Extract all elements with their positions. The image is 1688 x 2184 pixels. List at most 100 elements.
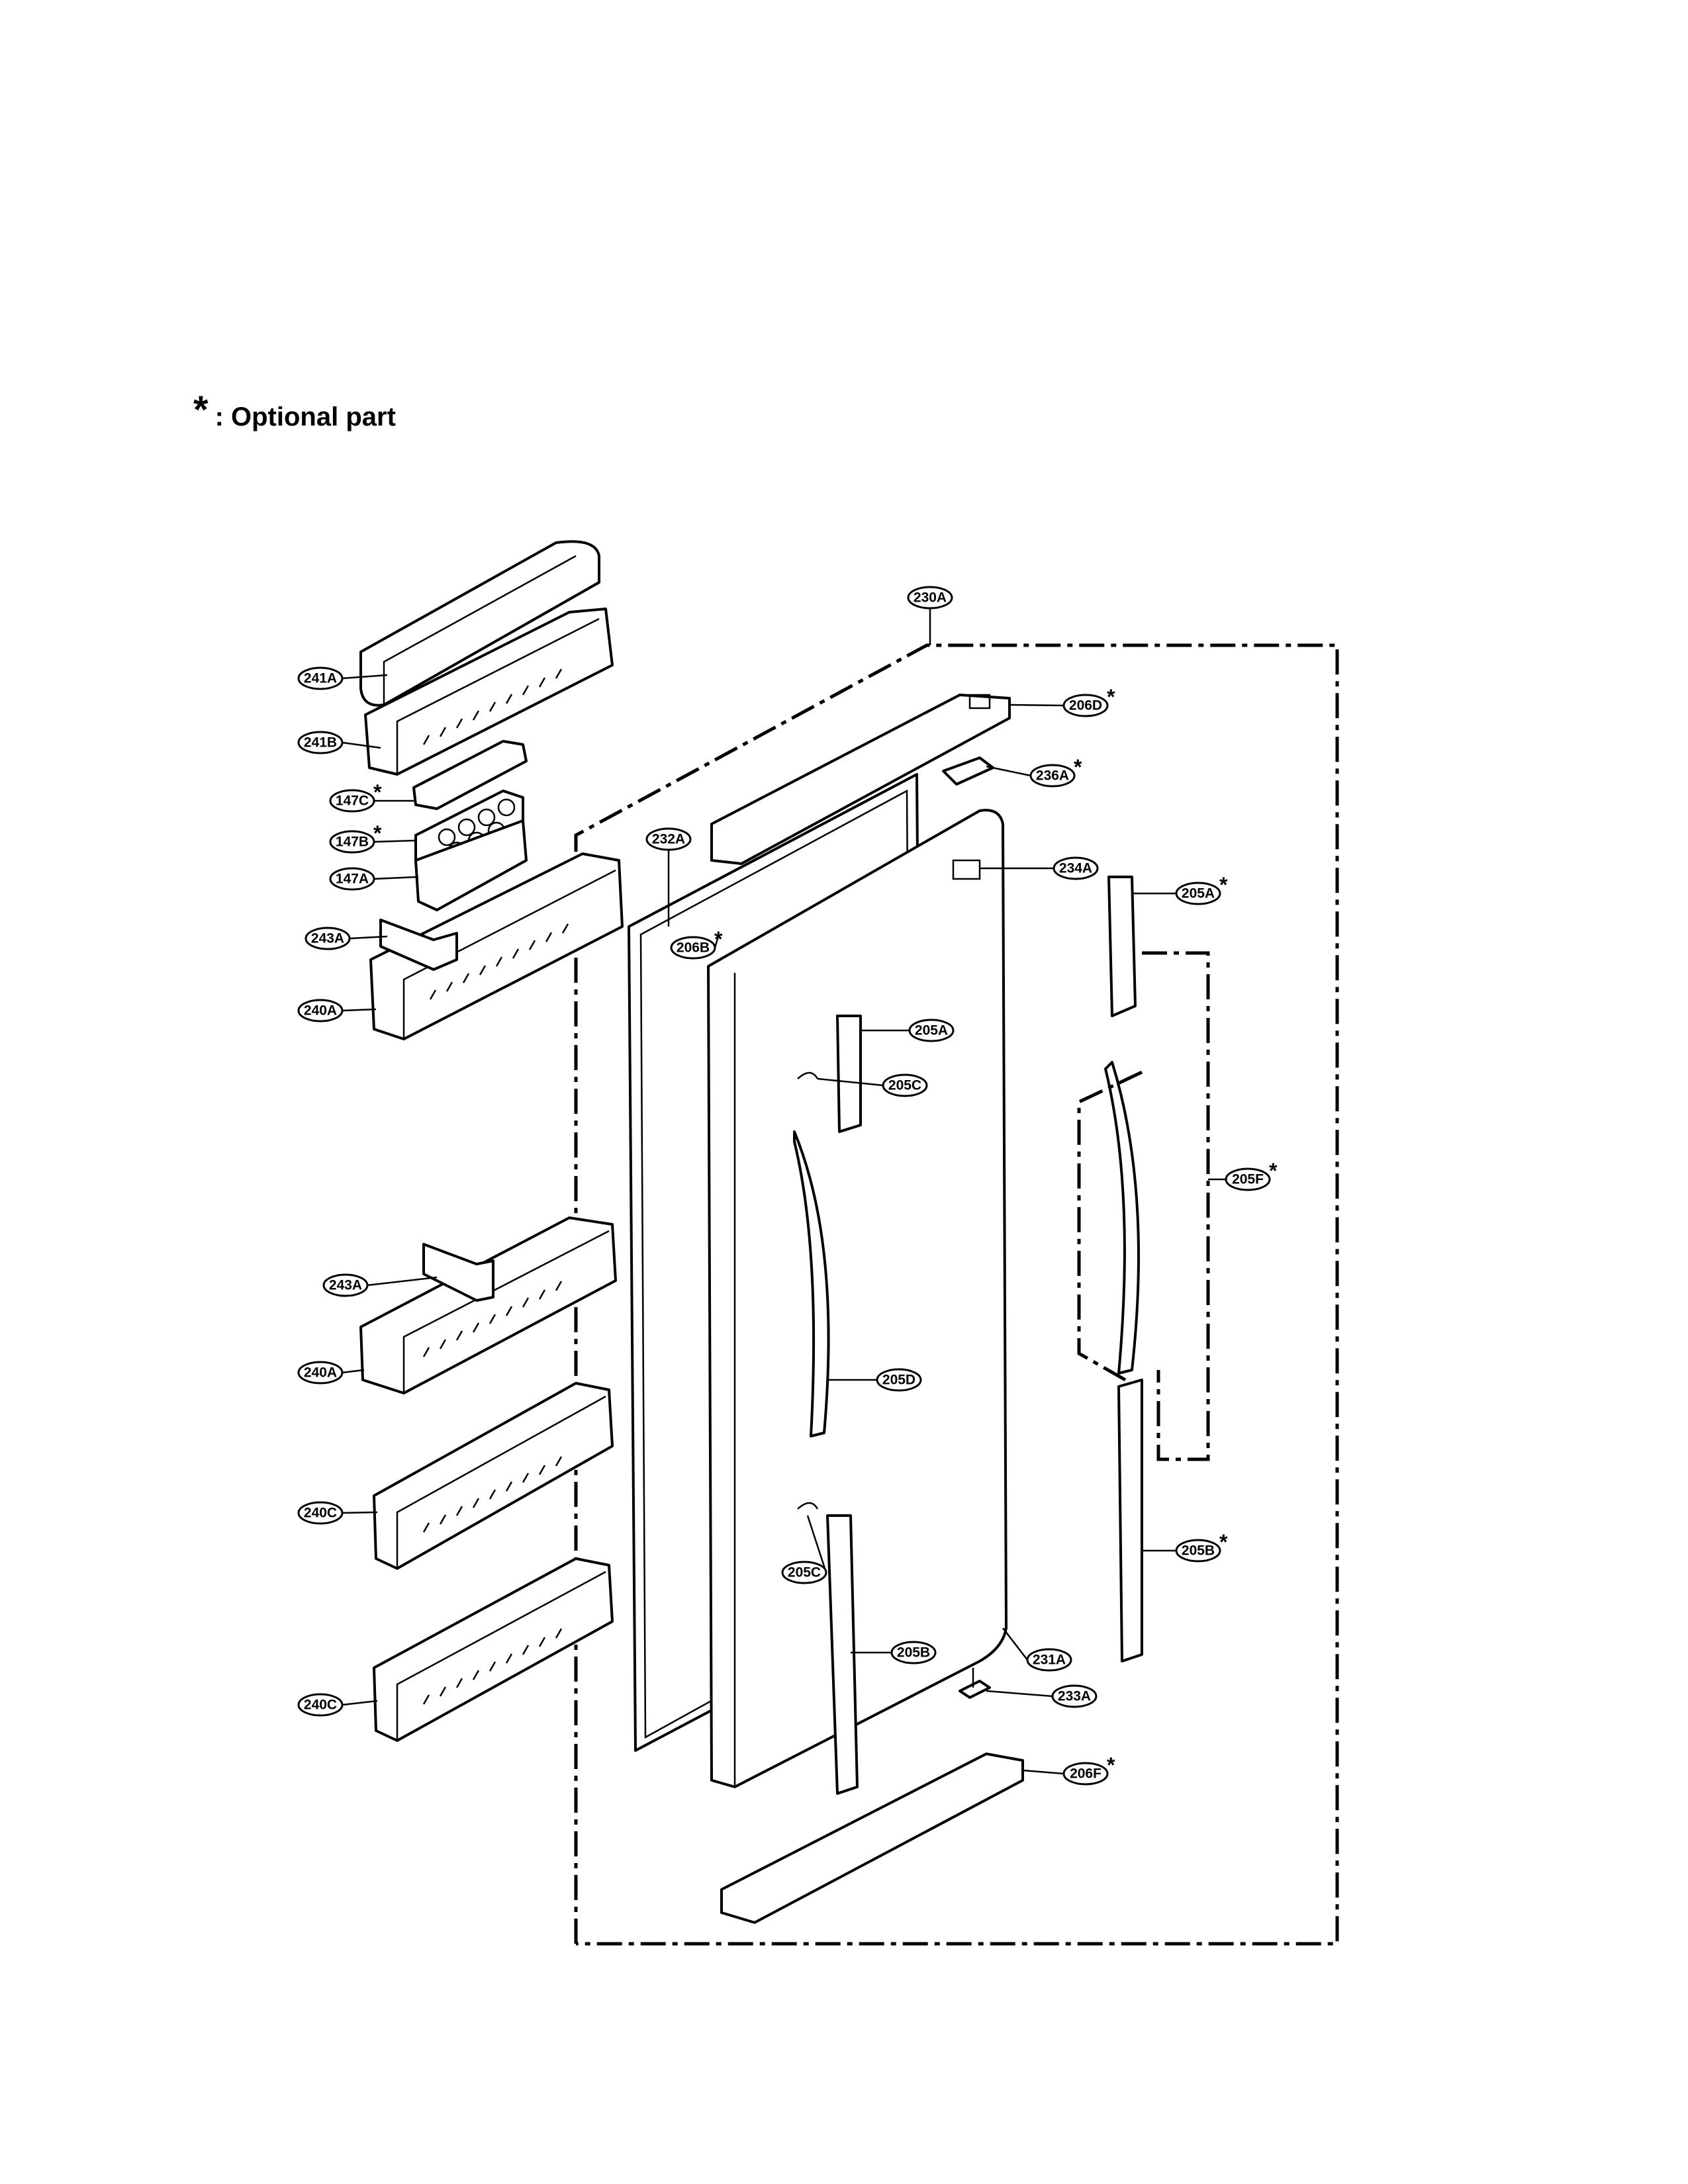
label-oval (908, 1019, 955, 1042)
part-label-240c-2: 240C (297, 1693, 378, 1717)
part-number: 205A (1182, 886, 1215, 901)
bin-240a-mid (359, 1216, 617, 1394)
part-label-206b: 206B* (670, 927, 723, 960)
egg-box-147a (414, 819, 528, 911)
part-label-234a: 234A (980, 856, 1099, 880)
part-number: 231A (1033, 1653, 1066, 1668)
optional-asterisk: * (1219, 1530, 1228, 1554)
optional-asterisk: * (1107, 1753, 1115, 1777)
part-label-240c-1: 240C (297, 1501, 378, 1525)
optional-asterisk: * (373, 821, 382, 845)
part-label-205b-door: 205B (851, 1641, 937, 1664)
part-number: 232A (652, 832, 685, 847)
part-labels: 241A241B147C*147B*147A243A240A243A240A24… (297, 586, 1278, 1786)
label-oval (1051, 1684, 1098, 1708)
optional-asterisk: * (1219, 873, 1228, 897)
door-231a (707, 809, 1008, 1788)
part-number: 233A (1058, 1689, 1091, 1704)
bin-240c-upper (373, 1382, 614, 1570)
label-oval (329, 830, 375, 854)
part-number: 206D (1069, 698, 1102, 713)
label-oval (876, 1368, 922, 1392)
part-label-206d: 206D* (1009, 685, 1115, 717)
part-number: 147A (336, 872, 369, 887)
label-oval (1225, 1167, 1271, 1191)
screw-205c-bot (797, 1502, 819, 1510)
part-label-205a-door: 205A (861, 1019, 955, 1042)
label-oval (297, 1501, 344, 1525)
leader-line (342, 1700, 378, 1706)
egg-tray-cover-147c (412, 740, 528, 810)
legend-text: : Optional part (214, 402, 396, 432)
part-number: 240C (304, 1698, 337, 1713)
leader-line (1002, 1627, 1028, 1661)
part-number: 241B (304, 735, 337, 751)
leader-line (373, 876, 419, 880)
label-oval (882, 1073, 928, 1097)
label-oval (305, 927, 351, 950)
hinge-206d (710, 694, 1011, 865)
bin-240a-top (369, 852, 624, 1040)
part-label-241a: 241A (297, 666, 388, 690)
screw-205c-top (797, 1071, 819, 1079)
divider-243a-top (379, 919, 458, 971)
part-number: 147C (336, 794, 369, 809)
optional-handle-205f (1077, 951, 1210, 1461)
label-oval (890, 1641, 937, 1664)
part-number: 206B (677, 940, 710, 956)
part-label-147b: 147B * (329, 821, 416, 854)
optional-cover-205b (1117, 1379, 1143, 1662)
label-oval (1026, 1648, 1072, 1672)
label-oval (670, 936, 716, 960)
optional-asterisk: * (373, 780, 382, 804)
leader-line (342, 1511, 378, 1514)
divider-243a-mid (422, 1243, 494, 1302)
optional-asterisk: * (1074, 755, 1082, 779)
label-oval (1029, 764, 1076, 788)
label-oval (1175, 1539, 1221, 1563)
leader-line (1022, 1769, 1064, 1775)
label-oval (297, 1361, 344, 1385)
leader-line (367, 1276, 438, 1287)
part-number: 206F (1070, 1766, 1102, 1782)
part-label-230a: 230A (907, 586, 953, 610)
spacer-236a (942, 756, 994, 786)
part-number: 205F (1232, 1172, 1264, 1187)
part-number: 243A (329, 1278, 362, 1293)
assembly-boundary (574, 609, 1339, 1946)
leader-line (342, 674, 388, 680)
label-oval (1053, 856, 1099, 880)
part-label-205f: 205F* (1208, 1159, 1278, 1191)
part-label-243a-top: 243A (305, 927, 388, 950)
part-label-231a: 231A (1002, 1627, 1072, 1672)
part-number: 236A (1036, 768, 1069, 784)
part-label-232a: 232A (645, 827, 692, 927)
leader-line (986, 1690, 1053, 1698)
part-label-205b-opt: 205B* (1142, 1530, 1228, 1563)
label-oval (329, 867, 375, 891)
part-number: 147B (336, 835, 369, 850)
part-label-206f: 206F * (1022, 1753, 1115, 1786)
part-label-147c: 147C * (329, 780, 414, 813)
part-label-147a: 147A (329, 867, 419, 891)
legend-asterisk: * (193, 388, 209, 432)
part-number: 241A (304, 671, 337, 686)
bin-240c-lower (373, 1557, 614, 1742)
part-label-205c-top: 205C (817, 1073, 928, 1097)
part-number: 205C (888, 1078, 921, 1093)
label-oval (329, 789, 375, 813)
hinge-206f (720, 1752, 1024, 1924)
bin-241b (364, 608, 614, 776)
leader-line (342, 1369, 365, 1374)
part-label-236a: 236A * (986, 755, 1082, 788)
optional-part-legend: *: Optional part (193, 388, 396, 435)
label-oval (907, 586, 953, 610)
label-oval (297, 666, 344, 690)
leader-line (986, 765, 1031, 777)
label-oval (297, 999, 344, 1023)
part-number: 230A (914, 590, 947, 606)
part-label-241b: 241B (297, 731, 381, 754)
bin-cover-241a (359, 540, 600, 707)
label-oval (322, 1273, 369, 1297)
